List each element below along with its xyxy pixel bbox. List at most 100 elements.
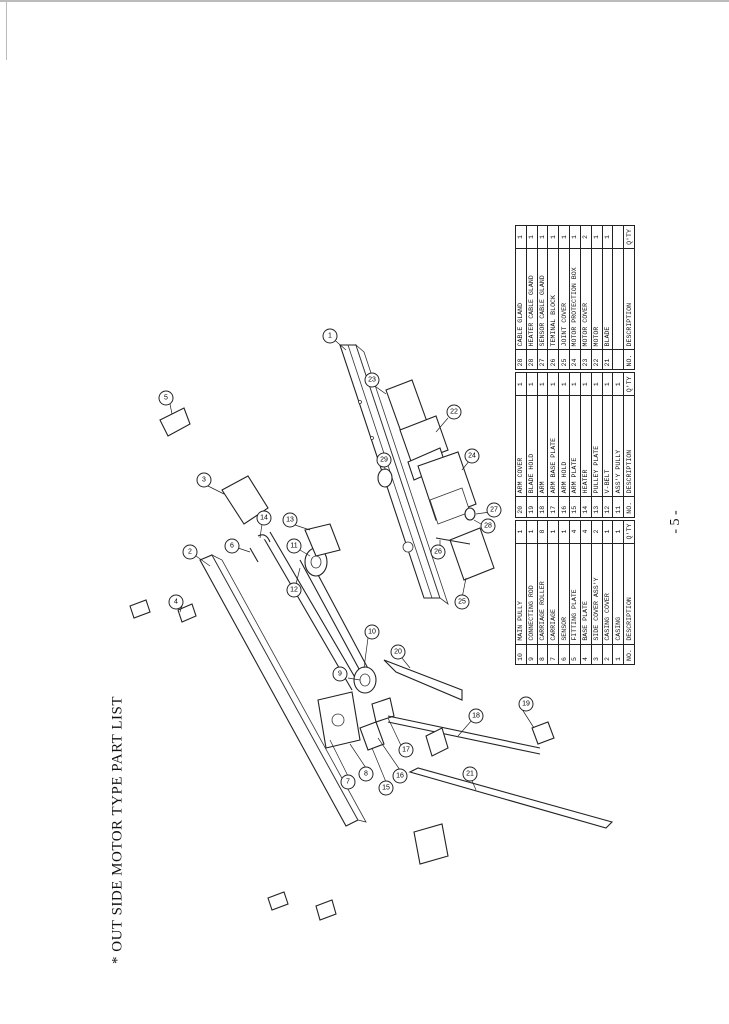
cell-desc: CASING COVER <box>602 543 613 645</box>
cell-no: 5 <box>569 644 581 665</box>
cell-qty: 1 <box>558 372 570 396</box>
cell-desc: MOTOR PROTECTION BOX <box>569 248 581 350</box>
cell-desc: SENSOR <box>558 543 570 645</box>
joint-cover-part <box>449 527 495 581</box>
cell-desc: BLADE HOLD <box>526 395 538 497</box>
callout-1: 1 <box>322 328 338 344</box>
callout-label: 17 <box>402 747 410 754</box>
cell-desc: MAIN PULLY <box>515 543 527 645</box>
cell-no: 15 <box>569 496 581 518</box>
callout-28: 28 <box>480 518 496 534</box>
cell-empty <box>612 349 624 370</box>
cell-qty: 2 <box>591 520 602 544</box>
callout-2: 2 <box>182 544 198 560</box>
cell-qty: 2 <box>580 225 592 249</box>
cell-qty: 1 <box>537 372 548 396</box>
callout-10: 10 <box>364 624 380 640</box>
callout-label: 4 <box>174 599 178 606</box>
pulley-plate-part <box>304 523 341 557</box>
cell-qty: 1 <box>537 225 548 249</box>
callout-label: 6 <box>230 543 234 550</box>
cell-no: 21 <box>602 349 613 370</box>
top-border-line <box>0 0 729 2</box>
cell-desc: ARM PLATE <box>569 395 581 497</box>
arm-hold-part <box>359 721 385 751</box>
fitting-plate-part <box>159 407 191 437</box>
cell-desc: FITTING PLATE <box>569 543 581 645</box>
callout-label: 3 <box>202 477 206 484</box>
cell-no: 8 <box>537 644 548 665</box>
cell-qty: 1 <box>515 372 527 396</box>
cell-qty: Q'TY <box>623 372 635 396</box>
cell-no: 3 <box>591 644 602 665</box>
cell-qty: Q'TY <box>623 520 635 544</box>
callout-label: 28 <box>484 523 492 530</box>
cell-no: 6 <box>558 644 570 665</box>
cell-no: 20 <box>515 496 527 518</box>
side-cover-part <box>221 475 269 525</box>
cell-desc: DESCRIPTION <box>623 248 635 350</box>
callout-21: 21 <box>462 766 478 782</box>
cell-no: 28 <box>526 349 538 370</box>
cell-qty: 1 <box>612 372 624 396</box>
cell-no: NO. <box>623 496 635 518</box>
cell-no: 14 <box>580 496 592 518</box>
cell-qty: 1 <box>526 225 538 249</box>
cell-no: 26 <box>547 349 559 370</box>
cell-empty <box>612 248 624 350</box>
blade-hold-part <box>531 721 555 745</box>
casing-cover-part <box>199 554 367 827</box>
base-plate-part-c <box>267 891 289 911</box>
motor-protection-box-part <box>417 451 477 525</box>
terminal-block-part <box>435 537 471 545</box>
cell-qty: 1 <box>547 372 559 396</box>
cell-desc: JOINT COVER <box>558 248 570 350</box>
cell-desc: MOTOR <box>591 248 602 350</box>
page-number: - 5 - <box>668 510 683 534</box>
cell-desc: BASE PLATE <box>580 543 592 645</box>
cell-qty: 1 <box>558 520 570 544</box>
cell-desc: ARM HOLD <box>558 395 570 497</box>
cell-no: 4 <box>580 644 592 665</box>
base-plate-part-d <box>315 899 337 921</box>
cell-no: 23 <box>580 349 592 370</box>
callout-5: 5 <box>158 390 174 406</box>
base-plate-part-a <box>129 599 151 619</box>
callout-label: 15 <box>382 785 390 792</box>
cell-qty: 1 <box>515 225 527 249</box>
callout-8: 8 <box>358 766 374 782</box>
callout-label: 1 <box>328 333 332 340</box>
cell-no: 17 <box>547 496 559 518</box>
cell-qty: 1 <box>526 372 538 396</box>
cell-qty: 1 <box>515 520 527 544</box>
cell-no: 2 <box>602 644 613 665</box>
base-plate-part-b <box>177 603 197 623</box>
callout-label: 23 <box>368 377 376 384</box>
callout-label: 19 <box>522 701 530 708</box>
blade-part <box>408 767 614 829</box>
cell-no: 7 <box>547 644 559 665</box>
cell-qty: 1 <box>591 372 602 396</box>
cell-no: 12 <box>602 496 613 518</box>
cell-no: 25 <box>558 349 570 370</box>
cell-qty: 1 <box>612 520 624 544</box>
callout-label: 16 <box>396 773 404 780</box>
callout-17: 17 <box>398 742 414 758</box>
callout-22: 22 <box>446 404 462 420</box>
